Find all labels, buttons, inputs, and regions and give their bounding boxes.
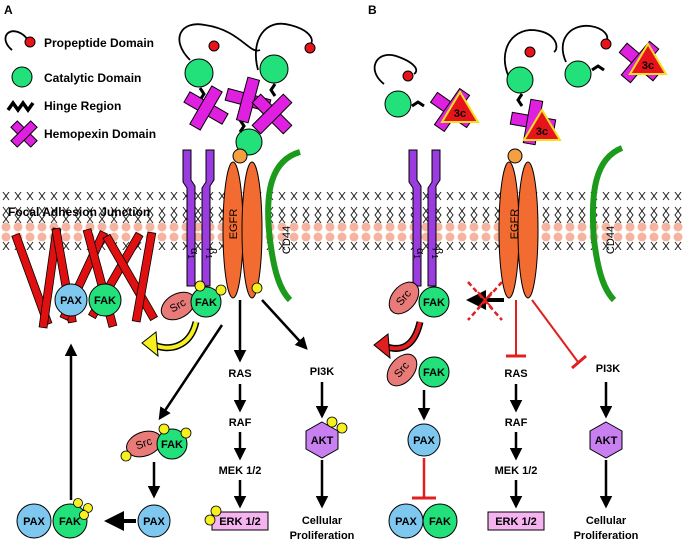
legend: Propeptide Domain Catalytic Domain Hinge… [4,30,156,148]
panel-a-label: A [4,3,13,17]
akt-node [589,421,623,459]
phospho-dot [194,280,206,292]
mek-label: MEK 1/2 [219,465,262,477]
inhibitor-label: 3c [642,60,654,72]
integrin-receptor [182,149,215,287]
legend-hinge: Hinge Region [44,99,121,113]
fak-label: FAK [423,367,445,379]
inhibitor-3c [440,90,480,123]
outcome-line2: Proliferation [574,530,639,542]
fak-node [418,356,450,388]
fak-label: FAK [59,516,81,528]
fak-label: FAK [423,297,445,309]
fak-label: FAK [161,439,183,451]
panel-b-label: B [368,3,377,17]
inhibition-line [531,299,579,363]
inhibited-mmp: 3c [504,29,562,146]
catalytic-domain [235,128,263,156]
hemopexin-icon [10,120,38,148]
fak-label: FAK [429,516,451,528]
catalytic-domain [184,58,214,88]
pax-node [407,423,441,457]
fak-label: FAK [94,295,116,307]
inhibited-mmp: 3c [373,54,480,133]
pax-label: PAX [395,516,417,528]
hemopexin-domain [183,85,229,131]
mek-label: MEK 1/2 [495,465,538,477]
fak-node [190,286,222,318]
inhibitor-3c [628,42,668,75]
phospho-dot [251,282,263,294]
propeptide-icon [24,36,36,48]
raf-label: RAF [505,417,528,429]
fak-node [52,503,88,539]
pax-label: PAX [23,516,45,528]
pax-label: PAX [60,295,82,307]
src-label: Src [134,435,154,452]
cd44-receptor [589,145,624,303]
ras-label: RAS [228,368,251,380]
integrin-receptor [408,149,441,287]
ras-label: RAS [504,368,527,380]
fak-label: FAK [195,297,217,309]
catalytic-icon [11,66,33,88]
inhibitor-label: 3c [454,108,466,120]
pax-node [54,283,88,317]
fak-node [88,283,122,317]
src-node [386,353,418,387]
pax-label: PAX [143,516,165,528]
akt-label: AKT [595,435,618,447]
inhibitor-label: 3c [536,126,548,138]
integrin-beta: β1 [430,248,444,259]
outcome-line2: Proliferation [290,530,355,542]
integrin-alpha: α1 [412,248,426,259]
src-node [388,281,420,315]
erk-box [487,511,545,531]
blocked-phospho-icon [477,291,493,309]
fak-node [418,286,450,318]
pax-node [137,504,171,538]
mmp-cluster [178,22,316,156]
integrin-beta: β1 [204,248,218,259]
erk-label: ERK 1/2 [495,516,537,528]
pi3k-label: PI3K [596,363,621,375]
legend-propeptide: Propeptide Domain [44,36,154,50]
focal-adhesion-label: Focal Adhesion Junction [8,205,150,219]
cd44-label: CD44 [605,226,617,254]
outcome-line1: Cellular [302,515,343,527]
egfr-label: EGFR [509,209,521,240]
integrin-alpha: α1 [186,248,200,259]
fak-node [156,428,188,460]
hemopexin-domain [251,93,293,135]
raf-label: RAF [229,417,252,429]
egfr-label: EGFR [228,209,240,240]
catalytic-domain [259,54,289,84]
legend-catalytic: Catalytic Domain [44,71,141,85]
pi3k-label: PI3K [310,366,335,378]
legend-hemopexin: Hemopexin Domain [44,127,156,141]
phospho-dot [215,284,227,296]
cd44-label: CD44 [281,226,293,254]
inhibited-mmp: 3c [561,25,668,88]
fak-node [422,503,458,539]
hinge-icon [6,99,35,114]
erk-label: ERK 1/2 [219,516,261,528]
pax-label: PAX [413,435,435,447]
inhibitor-3c [522,108,562,141]
akt-label: AKT [311,435,334,447]
outcome-line1: Cellular [586,515,627,527]
pax-node [16,503,52,539]
cd44-receptor [265,149,301,303]
